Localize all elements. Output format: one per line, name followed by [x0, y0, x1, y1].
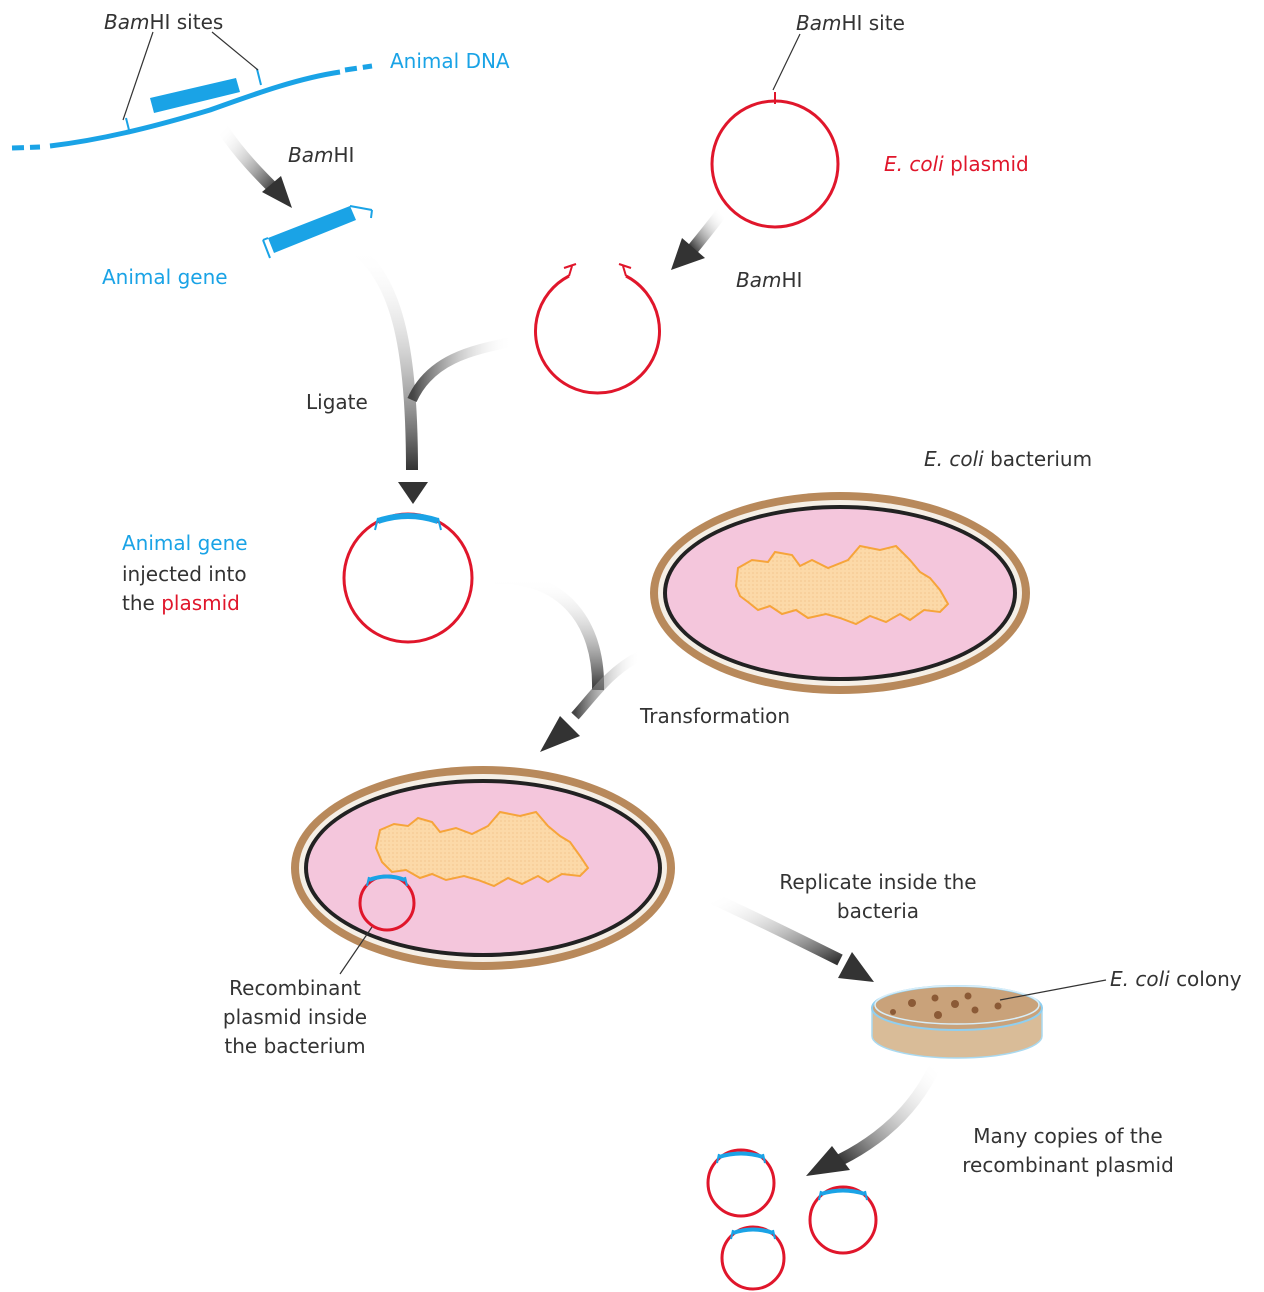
bamhi-enzyme-label-2: BamHI	[736, 268, 802, 292]
colony-pointer	[1000, 980, 1106, 1000]
arrowhead-5	[838, 952, 874, 982]
bamhi-enzyme-label-1: BamHI	[288, 143, 354, 167]
bamhi-site-pointer	[773, 34, 800, 90]
recombinant-plasmid	[344, 514, 472, 642]
recombinant-line1: Recombinant	[229, 976, 361, 1000]
plasmid-copy-3	[722, 1227, 784, 1289]
transformation-arrow-plasmid	[494, 578, 598, 690]
recombinant-line3: the bacterium	[224, 1034, 365, 1058]
plasmid-copy-1	[708, 1150, 774, 1216]
ecoli-colony-label: E. coli colony	[1110, 967, 1242, 991]
animal-dna-label: Animal DNA	[390, 49, 510, 73]
animal-gene-segment	[150, 78, 240, 113]
ligate-arrow-plasmid	[412, 342, 512, 400]
injected-line1: Animal gene	[122, 531, 248, 555]
transformation-label: Transformation	[639, 704, 790, 728]
replicate-line2: bacteria	[837, 899, 919, 923]
ecoli-plasmid-label: E. coli plasmid	[884, 152, 1029, 176]
bamhi-arrow-2	[692, 212, 722, 250]
bamhi-arrow-1	[222, 128, 275, 190]
replicate-line1: Replicate inside the	[779, 870, 976, 894]
cut-plasmid	[536, 264, 660, 393]
ligate-label: Ligate	[306, 390, 368, 414]
bamhi-site-label: BamHI site	[796, 11, 905, 35]
injected-line2: injected into	[122, 562, 247, 586]
ecoli-bacterium-label: E. coli bacterium	[924, 447, 1092, 471]
many-copies-line1: Many copies of the	[973, 1124, 1162, 1148]
plasmid-copy-2	[810, 1187, 876, 1253]
recombinant-line2: plasmid inside	[223, 1005, 367, 1029]
replicate-arrow	[712, 898, 840, 960]
ecoli-bacterium	[650, 492, 1030, 694]
bamhi-sites-label: BamHI sites	[104, 10, 223, 34]
bamhi-pointer-2	[212, 32, 258, 70]
ecoli-plasmid	[712, 101, 838, 227]
transformation-arrow-bacterium	[575, 656, 640, 716]
animal-gene-label: Animal gene	[102, 265, 228, 289]
injected-line3: the plasmid	[122, 591, 240, 615]
copies-arrow	[840, 1064, 936, 1160]
arrowhead-3	[398, 482, 428, 504]
bamhi-pointer-1	[123, 32, 153, 120]
ligate-arrow-gene	[355, 248, 412, 470]
animal-dna-strand	[12, 66, 372, 148]
arrowhead-4	[540, 716, 580, 752]
transformed-bacterium	[291, 766, 675, 970]
many-copies-line2: recombinant plasmid	[962, 1153, 1174, 1177]
